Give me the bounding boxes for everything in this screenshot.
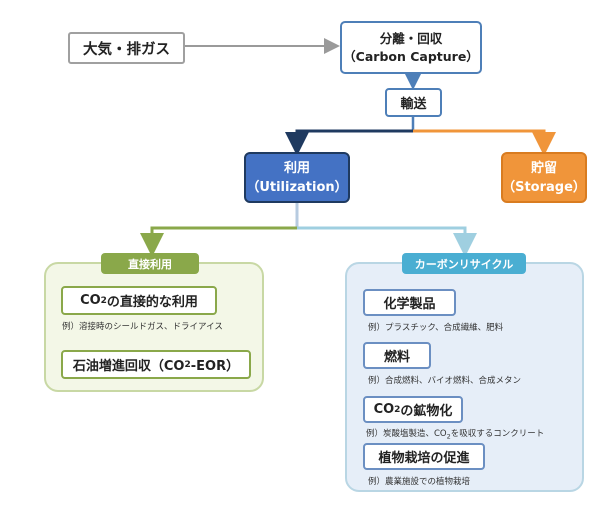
recycle-item-fuel: 燃料 [363, 342, 431, 369]
direct-item2-pre: 石油増進回収（CO [72, 359, 185, 374]
recycle-item3-pre: CO [373, 402, 395, 417]
recycle-item3-note: 例）炭酸塩製造、CO2を吸収するコンクリート [366, 427, 544, 441]
recycle-item4-note: 例）農業施設での植物栽培 [368, 477, 471, 487]
recycle-item2-note: 例）合成燃料、バイオ燃料、合成メタン [368, 376, 522, 386]
direct-use-header: 直接利用 [101, 253, 199, 274]
recycle-item-chemicals: 化学製品 [363, 289, 456, 316]
arrow-to-recycle [297, 226, 477, 257]
utilization-box: 利用 （Utilization） [244, 152, 350, 203]
recycle-item4-label: 植物栽培の促進 [378, 451, 470, 466]
recycle-item3-note-post: を吸収するコンクリート [450, 429, 545, 439]
direct-item1-pre: CO [80, 293, 101, 308]
arrow-to-utilization [285, 129, 413, 156]
direct-item2-post: -EOR） [190, 359, 240, 374]
direct-item1-note: 例）溶接時のシールドガス、ドライアイス [62, 322, 223, 332]
recycle-item3-note-sub: 2 [446, 432, 451, 441]
capture-label: 分離・回収 [379, 30, 443, 46]
direct-use-header-label: 直接利用 [128, 257, 172, 271]
arrow-to-direct [140, 226, 297, 257]
recycle-item3-post: の鉱物化 [400, 404, 453, 419]
source-label: 大気・排ガス [83, 41, 170, 58]
recycle-item-plants: 植物栽培の促進 [363, 443, 485, 470]
recycle-item3-note-pre: 例）炭酸塩製造、CO [366, 429, 447, 439]
source-box: 大気・排ガス [68, 32, 185, 64]
direct-item2-sub: 2 [184, 359, 191, 370]
capture-sublabel: （Carbon Capture） [343, 48, 479, 64]
recycle-item2-label: 燃料 [383, 350, 410, 365]
carbon-recycle-header: カーボンリサイクル [402, 253, 526, 274]
storage-box: 貯留 （Storage） [501, 152, 587, 203]
arrow-to-storage [413, 129, 556, 156]
carbon-recycle-header-label: カーボンリサイクル [414, 257, 514, 271]
utilization-sublabel: （Utilization） [246, 179, 348, 195]
capture-box: 分離・回収 （Carbon Capture） [340, 21, 482, 74]
direct-item1-sub: 2 [100, 295, 107, 306]
storage-label: 貯留 [530, 160, 557, 176]
direct-item1-post: の直接的な利用 [106, 295, 198, 310]
transport-box: 輸送 [385, 88, 442, 117]
recycle-item1-note: 例）プラスチック、合成繊維、肥料 [368, 323, 504, 333]
utilization-label: 利用 [283, 160, 310, 176]
storage-sublabel: （Storage） [502, 179, 586, 195]
recycle-item1-label: 化学製品 [383, 297, 436, 312]
recycle-item3-sub: 2 [394, 404, 401, 415]
transport-label: 輸送 [400, 97, 427, 112]
